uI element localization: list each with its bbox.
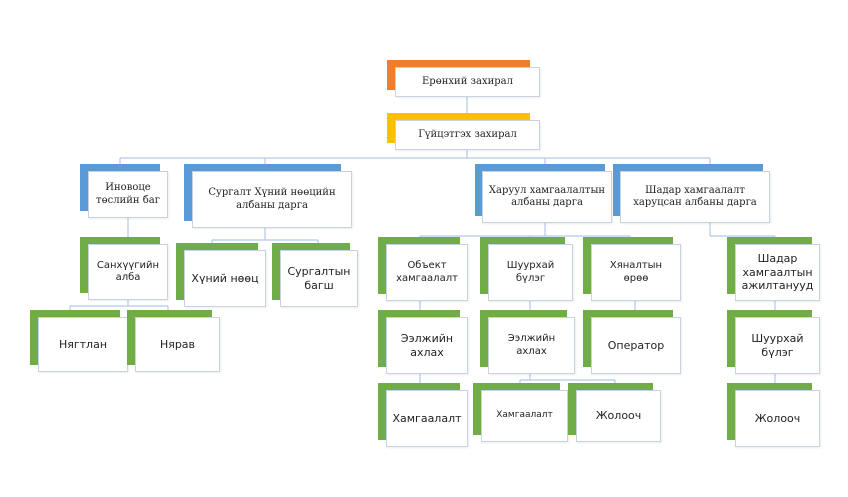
control-room-box: Хяналтын өрөө (591, 244, 681, 301)
object-security-box: Объект хамгаалалт (386, 244, 468, 301)
safety-workers-box: Шадар хамгаалтын ажилтанууд (735, 244, 820, 301)
finance-dept-box: Санхүүгийн алба (88, 244, 168, 300)
general-director-box: Ерөнхий захирал (395, 67, 540, 97)
mine-unit-2-box: Шуурхай бүлэг (735, 317, 820, 374)
executive-director-box: Гүйцэтгэх захирал (395, 120, 540, 150)
guard-1-box: Хамгаалалт (386, 390, 468, 447)
mine-unit-box: Шуурхай бүлэг (488, 244, 573, 301)
guard-2-box: Хамгаалалт (481, 390, 568, 442)
trainer-box: Сургалтын багш (280, 250, 358, 307)
driver-1-box: Жолооч (576, 390, 661, 442)
security-head-box: Харуул хамгаалалтын албаны дарга (482, 171, 612, 223)
storekeeper-box: Нярав (135, 317, 220, 372)
hr-training-head-box: Сургалт Хүний нөөцийн албаны дарга (192, 171, 352, 228)
safety-head-box: Шадар хамгаалалт харуцсан албаны дарга (620, 171, 770, 223)
operator-box: Оператор (591, 317, 681, 374)
shift-supervisor-2-box: Ээлжийн ахлах (488, 317, 575, 374)
shift-supervisor-1-box: Ээлжийн ахлах (386, 317, 468, 374)
inovotse-team-box: Иновоце төслийн баг (88, 171, 168, 218)
accountant-box: Нягтлан (38, 317, 128, 372)
driver-2-box: Жолооч (735, 390, 820, 447)
hr-box: Хүний нөөц (184, 250, 266, 307)
